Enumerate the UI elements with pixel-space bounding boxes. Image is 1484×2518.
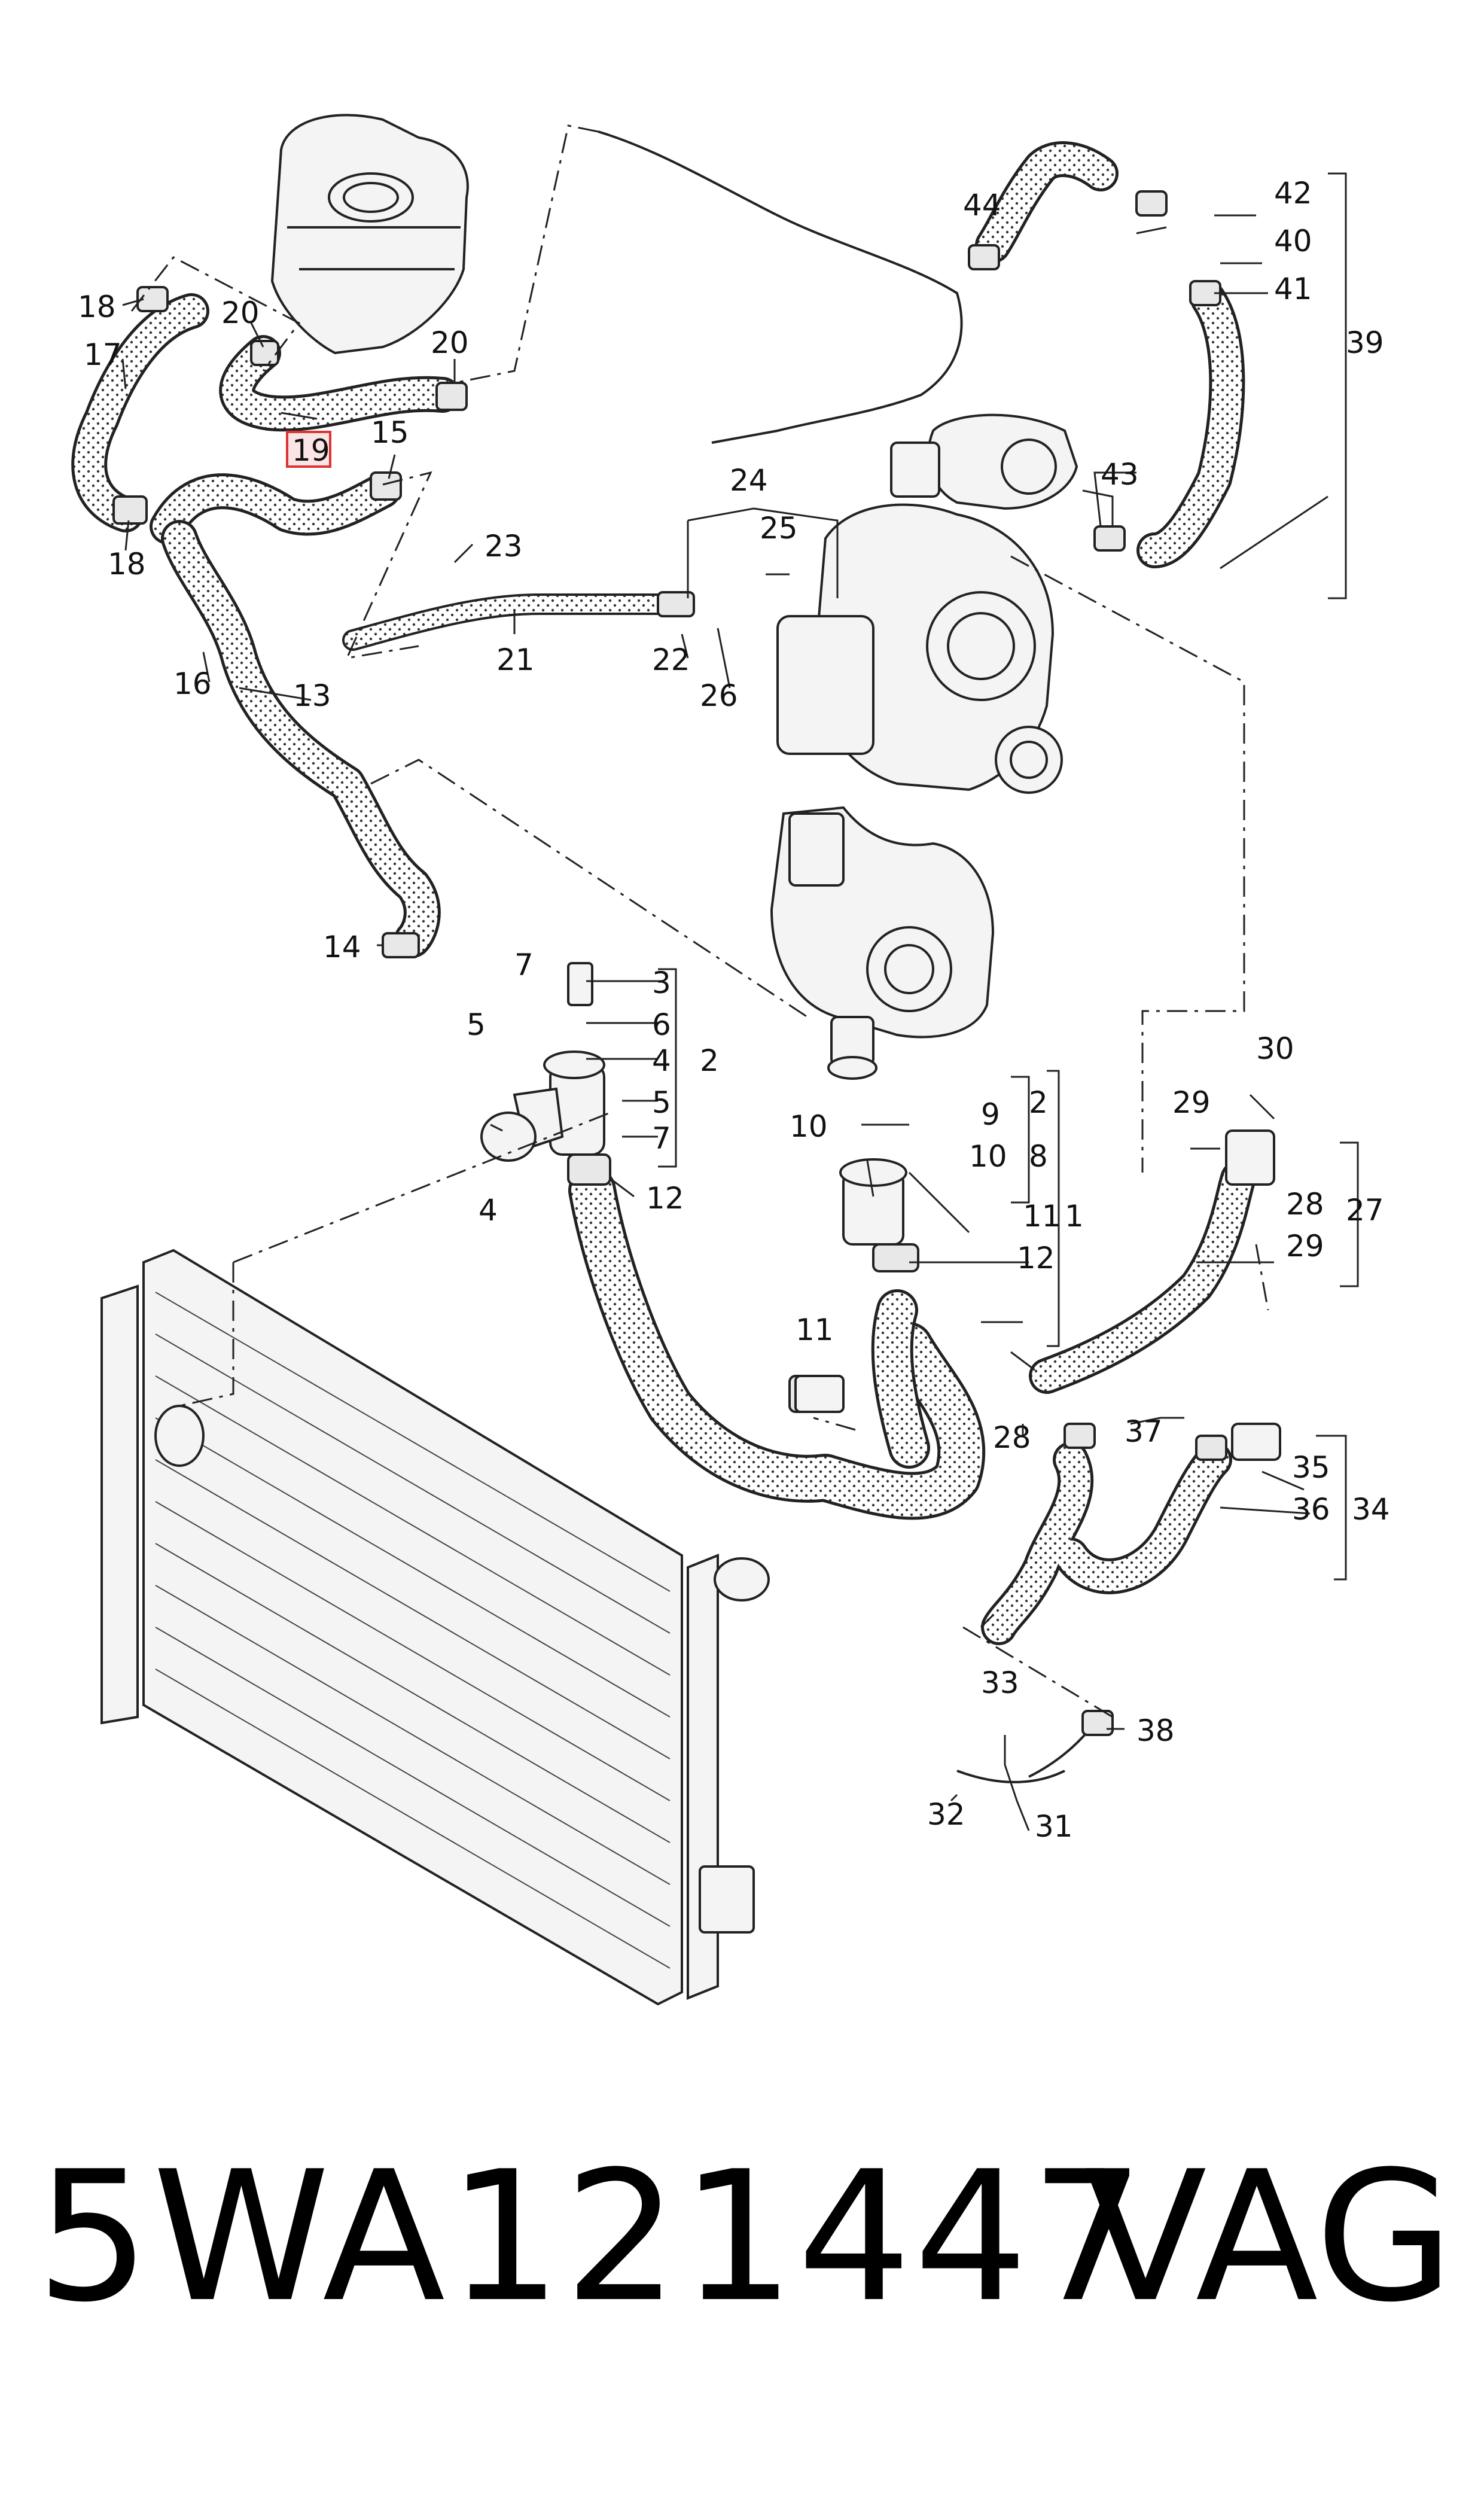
label-25: 25 bbox=[760, 511, 798, 546]
label-5: 5 bbox=[652, 1085, 671, 1120]
label-2: 2 bbox=[700, 1043, 719, 1078]
label-21: 21 bbox=[496, 643, 535, 677]
label-29: 29 bbox=[1286, 1229, 1324, 1263]
label-35: 35 bbox=[1292, 1450, 1330, 1485]
label-24: 24 bbox=[730, 463, 768, 498]
part-number: 5WA121447 bbox=[36, 2133, 1147, 2342]
label-3: 3 bbox=[652, 966, 671, 1000]
label-12: 12 bbox=[646, 1181, 684, 1216]
label-2: 2 bbox=[1029, 1085, 1048, 1120]
label-10: 10 bbox=[790, 1109, 828, 1144]
label-15: 15 bbox=[371, 415, 409, 450]
auxiliary-coolant-pump bbox=[890, 413, 1078, 510]
label-42: 42 bbox=[1274, 176, 1312, 211]
label-9: 9 bbox=[981, 1097, 1000, 1132]
label-31: 31 bbox=[1035, 1809, 1073, 1844]
label-41: 41 bbox=[1274, 272, 1312, 306]
label-8: 8 bbox=[1029, 1139, 1048, 1174]
label-6: 6 bbox=[652, 1007, 671, 1042]
label-5: 5 bbox=[467, 1007, 486, 1042]
label-43: 43 bbox=[1101, 457, 1139, 492]
label-40: 40 bbox=[1274, 224, 1312, 258]
water-pump-housing bbox=[770, 806, 995, 1080]
label-16: 16 bbox=[173, 666, 212, 701]
label-36: 36 bbox=[1292, 1492, 1330, 1527]
label-37: 37 bbox=[1125, 1414, 1163, 1449]
label-18: 18 bbox=[78, 290, 116, 324]
label-29: 29 bbox=[1172, 1085, 1211, 1120]
reference-lines bbox=[130, 124, 1269, 1718]
label-27: 27 bbox=[1346, 1193, 1384, 1228]
turbocharger bbox=[776, 503, 1063, 794]
label-14: 14 bbox=[323, 930, 361, 964]
coolant-flange bbox=[480, 962, 1281, 1461]
leader-lines bbox=[121, 172, 1359, 1831]
part-labels: 18 17 18 20 20 19 15 23 21 16 13 14 24 2… bbox=[78, 176, 1390, 1844]
radiator bbox=[100, 1249, 770, 2006]
label-13: 13 bbox=[293, 678, 331, 713]
label-34: 34 bbox=[1352, 1492, 1390, 1527]
footer: 5WA121447 VAG bbox=[0, 2130, 1484, 2345]
coolant-hoses bbox=[71, 141, 1256, 1645]
label-7: 7 bbox=[514, 948, 534, 982]
label-19: 19 bbox=[292, 433, 330, 468]
label-11: 11 bbox=[1023, 1199, 1061, 1234]
label-44: 44 bbox=[963, 188, 1001, 223]
label-30: 30 bbox=[1256, 1031, 1294, 1066]
label-4: 4 bbox=[652, 1043, 671, 1078]
label-20: 20 bbox=[431, 325, 469, 360]
label-33: 33 bbox=[981, 1666, 1019, 1700]
label-28: 28 bbox=[1286, 1187, 1324, 1222]
label-23: 23 bbox=[484, 529, 523, 564]
label-20: 20 bbox=[221, 296, 260, 330]
label-39: 39 bbox=[1346, 325, 1384, 360]
label-18: 18 bbox=[108, 547, 146, 581]
label-1: 1 bbox=[1065, 1199, 1084, 1234]
label-4: 4 bbox=[479, 1193, 498, 1228]
label-17: 17 bbox=[84, 337, 122, 372]
brand-name: VAG bbox=[1084, 2133, 1454, 2342]
label-26: 26 bbox=[700, 678, 738, 713]
label-38: 38 bbox=[1136, 1713, 1175, 1748]
label-11: 11 bbox=[796, 1313, 834, 1347]
label-10: 10 bbox=[969, 1139, 1007, 1174]
highlight-box-19 bbox=[286, 431, 331, 468]
label-32: 32 bbox=[927, 1797, 965, 1832]
expansion-tank bbox=[270, 114, 469, 355]
label-28: 28 bbox=[993, 1420, 1031, 1455]
label-7: 7 bbox=[652, 1121, 671, 1156]
label-12: 12 bbox=[1017, 1241, 1055, 1275]
label-22: 22 bbox=[652, 643, 690, 677]
